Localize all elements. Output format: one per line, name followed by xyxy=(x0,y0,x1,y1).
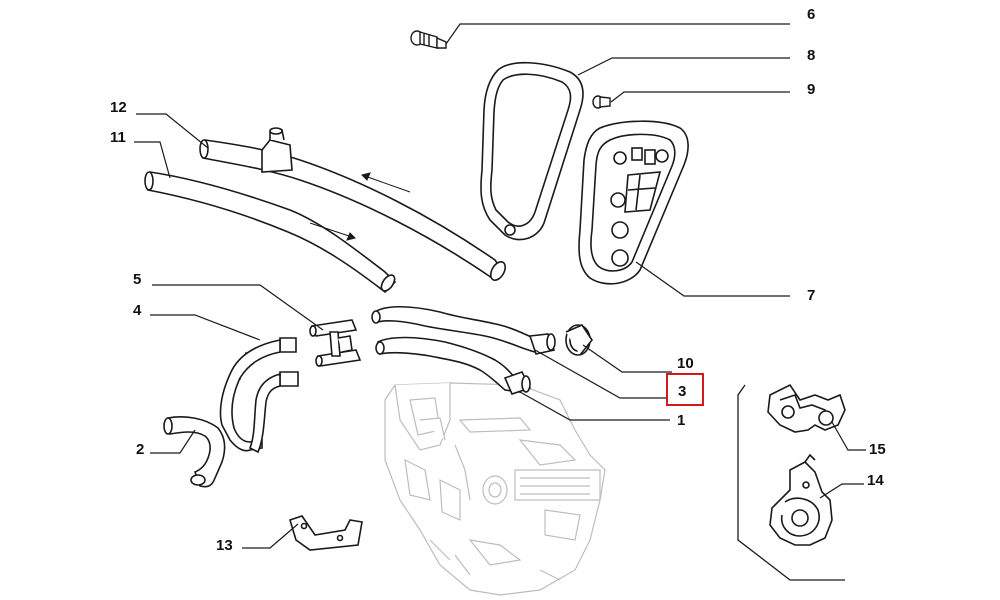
leader-12 xyxy=(136,113,209,149)
callout-1: 1 xyxy=(677,412,686,429)
clip-group-bracket xyxy=(737,384,845,581)
seal-plate-7 xyxy=(578,120,689,285)
callout-11: 11 xyxy=(110,129,126,146)
leader-13 xyxy=(242,523,299,549)
callout-9: 9 xyxy=(807,81,816,98)
pipe-2 xyxy=(163,416,226,488)
callout-7: 7 xyxy=(807,287,816,304)
clamp-10 xyxy=(565,323,593,356)
bracket-13 xyxy=(289,515,363,551)
callout-4: 4 xyxy=(133,302,142,319)
screw-9 xyxy=(592,95,611,109)
heater-housing xyxy=(384,382,606,596)
pipe-4 xyxy=(219,337,299,454)
clip-14 xyxy=(769,453,833,546)
leader-7 xyxy=(635,261,790,297)
leader-2 xyxy=(150,429,196,454)
leader-8 xyxy=(577,57,790,76)
highlight-box-part-3 xyxy=(666,373,704,406)
leader-lines xyxy=(134,23,866,549)
leader-3 xyxy=(534,349,668,399)
callout-8: 8 xyxy=(807,47,816,64)
leader-4 xyxy=(150,314,261,341)
leader-5 xyxy=(152,284,324,331)
callout-12: 12 xyxy=(110,99,127,116)
callout-10: 10 xyxy=(677,355,694,372)
callout-2: 2 xyxy=(136,441,145,458)
callout-5: 5 xyxy=(133,271,142,288)
connector-5 xyxy=(309,319,362,367)
leader-14 xyxy=(819,483,864,499)
callout-14: 14 xyxy=(867,472,884,489)
pipe-3 xyxy=(371,306,556,355)
gasket-8 xyxy=(480,61,584,241)
clip-15 xyxy=(767,383,846,433)
hose-11 xyxy=(144,171,397,294)
hose-12 xyxy=(199,127,507,282)
callout-13: 13 xyxy=(216,537,233,554)
leader-11 xyxy=(134,141,171,179)
leader-1 xyxy=(519,391,670,421)
screw-6 xyxy=(410,30,447,49)
pipe-1 xyxy=(375,336,532,395)
callout-3: 3 xyxy=(678,383,687,400)
leader-10 xyxy=(582,344,672,373)
callout-6: 6 xyxy=(807,6,816,23)
leader-6 xyxy=(445,23,790,45)
callout-15: 15 xyxy=(869,441,886,458)
leader-9 xyxy=(610,91,790,103)
leader-15 xyxy=(831,421,866,451)
